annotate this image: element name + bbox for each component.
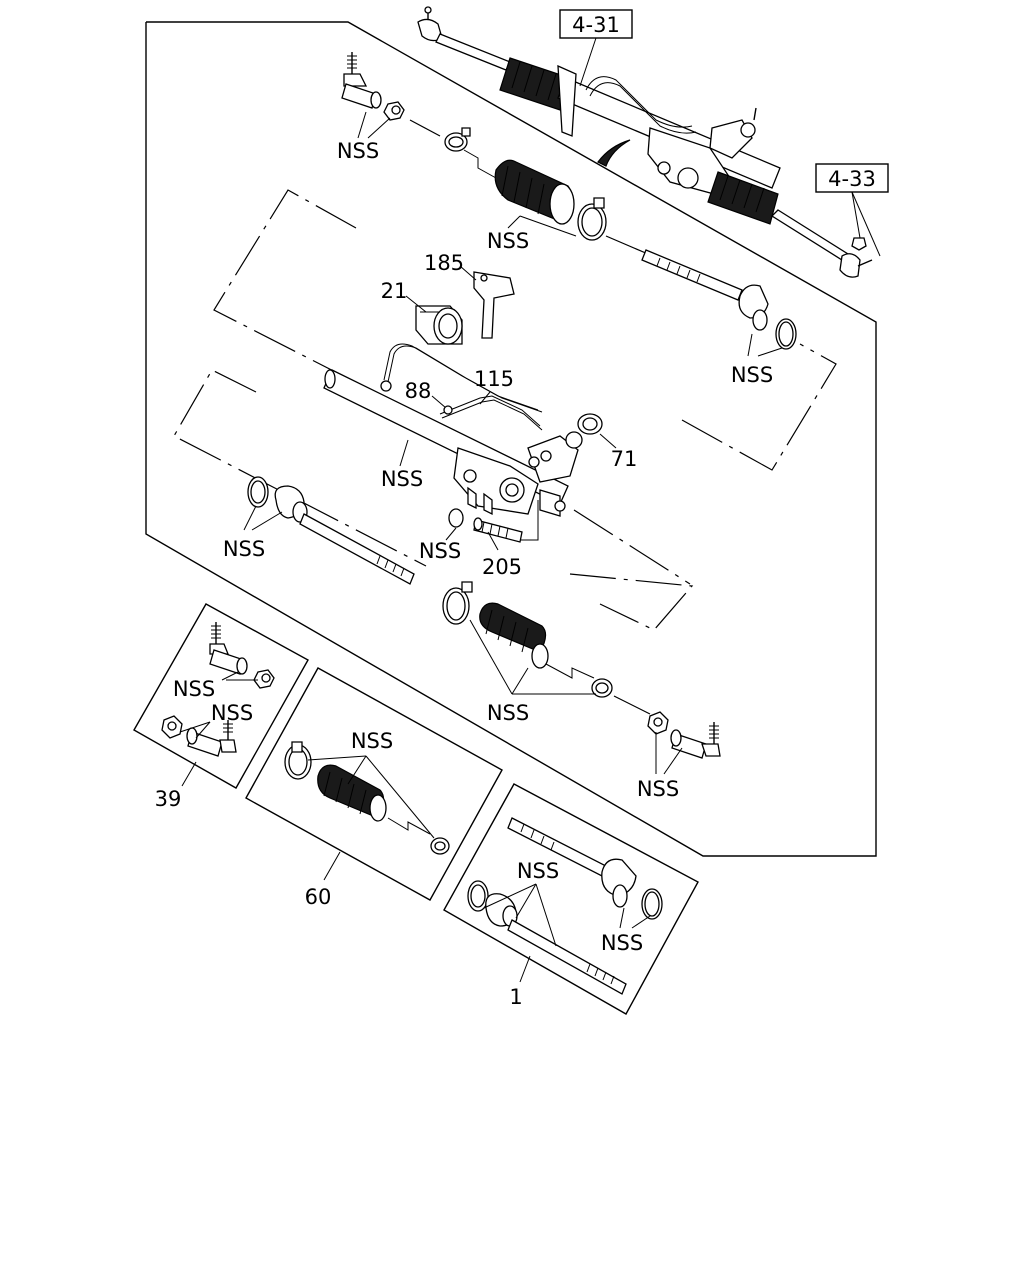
pressure-pipes-115 xyxy=(383,343,543,431)
tie-rod-end-kit-39 xyxy=(161,622,275,757)
nss-label-4: NSS xyxy=(381,467,423,491)
gear-housing-rack xyxy=(323,369,583,517)
pipe-clip-88 xyxy=(443,405,453,415)
callout-1: 1 xyxy=(509,985,522,1009)
callout-71: 71 xyxy=(611,447,638,471)
boot-kit-60 xyxy=(284,741,450,855)
inner-tie-rod-upper xyxy=(641,249,797,350)
tie-rod-end-upper xyxy=(341,52,405,121)
kit-1-frame xyxy=(443,783,699,1015)
callout-205: 205 xyxy=(482,555,522,579)
nss-label-12: NSS xyxy=(517,859,559,883)
nss-label-1: NSS xyxy=(337,139,379,163)
tie-rod-end-lower xyxy=(647,711,721,759)
inner-tie-rod-kit-1 xyxy=(467,817,663,995)
seal-71 xyxy=(577,413,603,435)
main-assembly-frame xyxy=(145,21,877,857)
kit-60-frame xyxy=(245,667,503,901)
subassembly-outline-upper xyxy=(213,189,501,457)
nss-label-11: NSS xyxy=(351,729,393,753)
assembled-steering-rack xyxy=(417,6,873,278)
callout-185: 185 xyxy=(424,251,464,275)
boot-clamp-large-upper xyxy=(577,197,607,241)
callout-39: 39 xyxy=(155,787,182,811)
kit-39-frame xyxy=(133,603,309,789)
callout-21: 21 xyxy=(381,279,408,303)
nss-label-2: NSS xyxy=(487,229,529,253)
nss-label-7: NSS xyxy=(487,701,529,725)
mounting-bracket-185 xyxy=(473,271,515,339)
ref-box-4-31: 4-31 xyxy=(559,9,633,87)
callout-60: 60 xyxy=(305,885,332,909)
mount-bushing-21 xyxy=(415,305,463,345)
callout-88: 88 xyxy=(405,379,432,403)
inner-tie-rod-middle xyxy=(247,476,415,585)
adjust-screw-205 xyxy=(473,517,523,543)
nss-label-5: NSS xyxy=(419,539,461,563)
plug-nss xyxy=(448,508,464,528)
boot-clamp-small-lower xyxy=(591,678,613,698)
boot-clamp-small-upper xyxy=(444,127,471,152)
nss-label-6: NSS xyxy=(223,537,265,561)
boot-upper xyxy=(494,159,575,225)
callout-115: 115 xyxy=(474,367,514,391)
ref-box-4-33: 4-33 xyxy=(815,163,889,257)
nss-label-8: NSS xyxy=(637,777,679,801)
nss-label-3: NSS xyxy=(731,363,773,387)
nss-label-10: NSS xyxy=(211,701,253,725)
ref-label-4-33: 4-33 xyxy=(828,167,876,191)
boot-lower xyxy=(479,602,549,669)
nss-label-9: NSS xyxy=(173,677,215,701)
boot-clamp-large-lower xyxy=(442,581,473,625)
nss-label-13: NSS xyxy=(601,931,643,955)
ref-label-4-31: 4-31 xyxy=(572,13,620,37)
